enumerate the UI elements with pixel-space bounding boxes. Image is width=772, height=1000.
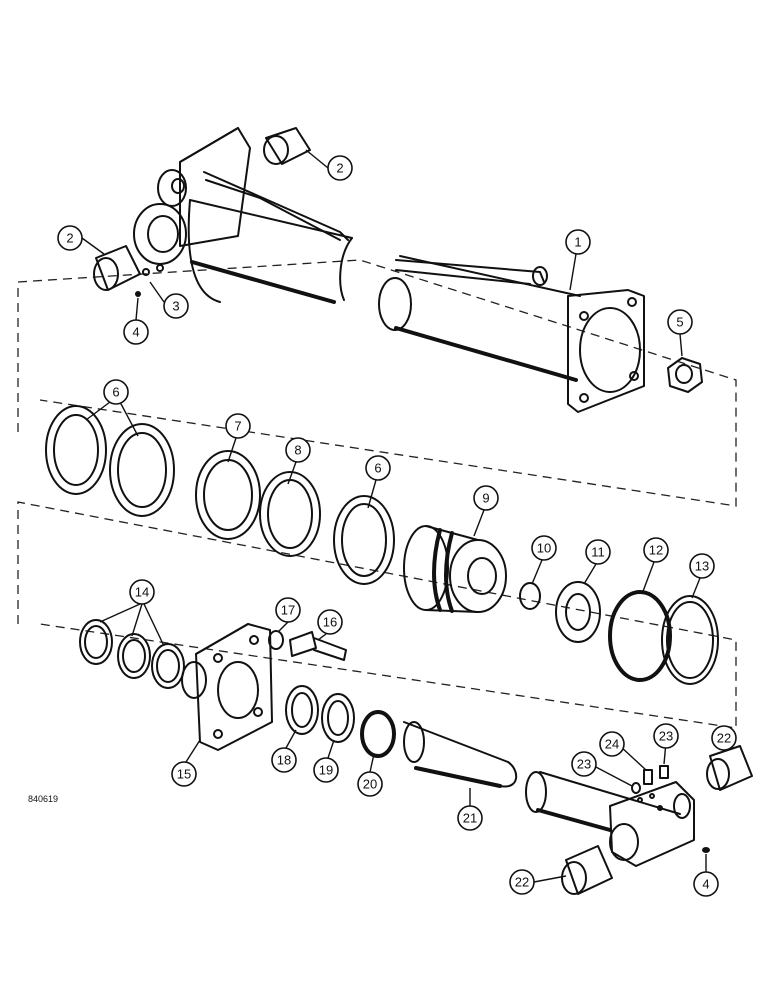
- callout-6-right: 6: [365, 455, 391, 481]
- svg-text:23: 23: [659, 729, 673, 744]
- svg-text:22: 22: [717, 731, 731, 746]
- leader-lines: [81, 149, 729, 883]
- callout-21: 21: [457, 805, 483, 831]
- svg-text:8: 8: [294, 443, 301, 458]
- callout-3: 3: [163, 293, 189, 319]
- svg-text:11: 11: [591, 545, 605, 560]
- svg-text:18: 18: [277, 753, 291, 768]
- svg-text:4: 4: [132, 325, 139, 340]
- svg-text:6: 6: [112, 385, 119, 400]
- callout-14: 14: [129, 579, 155, 605]
- rod-seals: [285, 685, 396, 758]
- callout-13: 13: [689, 553, 715, 579]
- svg-text:17: 17: [281, 603, 295, 618]
- nut: [667, 357, 703, 393]
- svg-text:9: 9: [482, 491, 489, 506]
- svg-text:2: 2: [336, 161, 343, 176]
- callout-11: 11: [585, 539, 611, 565]
- svg-text:10: 10: [537, 541, 551, 556]
- svg-text:6: 6: [374, 461, 381, 476]
- svg-text:1: 1: [574, 235, 581, 250]
- callout-8: 8: [285, 437, 311, 463]
- rings-right: [519, 581, 719, 685]
- assembly-dashed-lines: [17, 259, 737, 729]
- callout-1: 1: [565, 229, 591, 255]
- callout-12: 12: [643, 537, 669, 563]
- svg-text:12: 12: [649, 543, 663, 558]
- callout-9: 9: [473, 485, 499, 511]
- svg-text:19: 19: [319, 763, 333, 778]
- svg-text:5: 5: [676, 315, 683, 330]
- svg-text:2: 2: [66, 231, 73, 246]
- svg-text:20: 20: [363, 777, 377, 792]
- svg-text:21: 21: [463, 811, 477, 826]
- piston-rod: [403, 721, 681, 832]
- callout-5: 5: [667, 309, 693, 335]
- callout-17: 17: [275, 597, 301, 623]
- callout-10: 10: [531, 535, 557, 561]
- grease-fittings-lower: [631, 765, 710, 853]
- callout-2-upper: 2: [327, 155, 353, 181]
- callout-23-left: 23: [571, 751, 597, 777]
- seal-row-upper: [45, 405, 395, 585]
- callout-4-upper: 4: [123, 319, 149, 345]
- callout-19: 19: [313, 757, 339, 783]
- gland-flange: [181, 623, 273, 751]
- callout-16: 16: [317, 609, 343, 635]
- piston: [403, 525, 507, 613]
- svg-text:16: 16: [323, 615, 337, 630]
- callout-24: 24: [599, 731, 625, 757]
- svg-text:3: 3: [172, 299, 179, 314]
- cylinder-barrel: [133, 127, 645, 413]
- callout-22-lower: 22: [509, 869, 535, 895]
- callout-4-lower: 4: [693, 871, 719, 897]
- callout-15: 15: [171, 761, 197, 787]
- bushing-left: [93, 245, 141, 291]
- svg-text:7: 7: [234, 419, 241, 434]
- svg-text:23: 23: [577, 757, 591, 772]
- figure-id: 840619: [28, 794, 58, 804]
- callout-20: 20: [357, 771, 383, 797]
- svg-text:13: 13: [695, 559, 709, 574]
- bushing-upper: [263, 127, 311, 165]
- svg-text:22: 22: [515, 875, 529, 890]
- callout-18: 18: [271, 747, 297, 773]
- callout-7: 7: [225, 413, 251, 439]
- grease-fittings: [135, 264, 164, 297]
- callout-6-left: 6: [103, 379, 129, 405]
- bushings-lower: [561, 745, 753, 895]
- callout-23-right: 23: [653, 723, 679, 749]
- svg-text:15: 15: [177, 767, 191, 782]
- wear-rings: [79, 619, 185, 689]
- rod-eye: [609, 781, 695, 867]
- callout-22-right: 22: [711, 725, 737, 751]
- svg-text:4: 4: [702, 877, 709, 892]
- svg-text:24: 24: [605, 737, 619, 752]
- callout-2-left: 2: [57, 225, 83, 251]
- bolt-and-washer: [268, 630, 347, 661]
- svg-text:14: 14: [135, 585, 149, 600]
